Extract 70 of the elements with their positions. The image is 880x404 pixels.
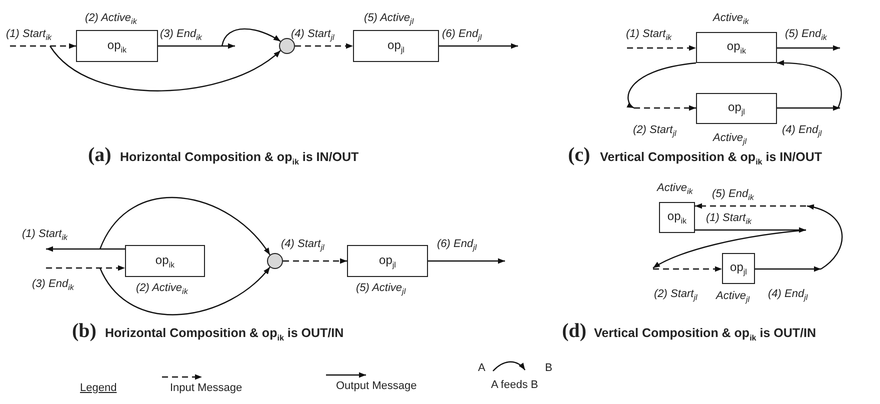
message-arrow bbox=[46, 265, 125, 271]
state-label: Active$_{jl}$ bbox=[716, 290, 750, 304]
message-arrow bbox=[46, 246, 125, 252]
state-label: (2) Active$_{ik}$ bbox=[136, 282, 188, 296]
operation-label: op$_{ik}$ bbox=[667, 209, 687, 226]
legend-label: Output Message bbox=[336, 380, 417, 392]
message-arrow bbox=[695, 227, 806, 233]
feeds-arrow bbox=[777, 60, 842, 108]
state-label: (2) Active$_{ik}$ bbox=[85, 12, 137, 26]
message-arrow bbox=[10, 43, 76, 49]
message-arrow bbox=[777, 45, 840, 51]
legend-label: A feeds B bbox=[491, 379, 538, 391]
state-label: (5) Active$_{jl}$ bbox=[356, 282, 406, 296]
feeds-arrow bbox=[626, 62, 696, 108]
state-label: Active$_{ik}$ bbox=[657, 182, 693, 196]
edge-label: (6) End$_{jl}$ bbox=[442, 28, 482, 42]
panel-letter: (c) bbox=[568, 144, 590, 167]
edge-label: (1) Start$_{ik}$ bbox=[22, 228, 68, 242]
legend-label: Input Message bbox=[170, 382, 242, 394]
legend-symbol-letter: B bbox=[545, 362, 552, 374]
panel-caption: Vertical Composition & op$_{ik}$ is OUT/IN bbox=[594, 326, 816, 342]
message-arrow bbox=[428, 258, 505, 264]
edge-label: (6) End$_{jl}$ bbox=[437, 238, 477, 252]
edge-label: (1) Start$_{ik}$ bbox=[706, 212, 752, 226]
edge-label: (5) End$_{ik}$ bbox=[712, 188, 754, 202]
junction-circle bbox=[279, 38, 295, 54]
panel-caption: Vertical Composition & op$_{ik}$ is IN/OUT bbox=[600, 150, 822, 166]
operation-label: op$_{jl}$ bbox=[728, 100, 745, 117]
junction-circle bbox=[267, 253, 283, 269]
legend-symbol-letter: A bbox=[478, 362, 486, 374]
message-arrow bbox=[695, 203, 806, 209]
edge-label: (2) Start$_{jl}$ bbox=[633, 124, 676, 138]
operation-label: op$_{ik}$ bbox=[726, 39, 746, 56]
edge-label: (4) Start$_{jl}$ bbox=[291, 28, 334, 42]
message-arrow bbox=[634, 105, 696, 111]
panel-letter: (b) bbox=[72, 320, 96, 343]
edge-label: (3) End$_{ik}$ bbox=[32, 278, 74, 292]
message-arrow bbox=[653, 266, 722, 272]
edge-label: (1) Start$_{ik}$ bbox=[6, 28, 52, 42]
feeds-arrow bbox=[221, 28, 281, 46]
operation-label: op$_{ik}$ bbox=[155, 252, 175, 270]
panel-letter: (d) bbox=[562, 320, 586, 343]
state-label: Active$_{jl}$ bbox=[713, 132, 747, 146]
message-arrow bbox=[627, 45, 696, 51]
feeds-arrow bbox=[99, 266, 270, 315]
edge-label: (3) End$_{ik}$ bbox=[160, 28, 202, 42]
message-arrow bbox=[777, 105, 840, 111]
message-arrow bbox=[295, 43, 353, 49]
legend-heading: Legend bbox=[80, 382, 117, 394]
message-arrow bbox=[755, 266, 821, 272]
feeds-arrow bbox=[50, 46, 281, 92]
panel-letter: (a) bbox=[88, 144, 112, 167]
edge-label: (5) End$_{ik}$ bbox=[785, 28, 827, 42]
message-arrow bbox=[283, 258, 347, 264]
panel-caption: Horizontal Composition & op$_{ik}$ is OUT/IN bbox=[105, 326, 344, 342]
operation-label: op$_{ik}$ bbox=[107, 38, 127, 54]
panel-caption: Horizontal Composition & op$_{ik}$ is IN/OUT bbox=[120, 150, 359, 166]
message-arrow bbox=[439, 43, 518, 49]
operation-label: op$_{jl}$ bbox=[730, 260, 747, 277]
state-label: Active$_{ik}$ bbox=[713, 12, 749, 26]
feeds-arrow bbox=[99, 197, 270, 256]
edge-label: (4) End$_{jl}$ bbox=[768, 288, 808, 302]
edge-label: (4) End$_{jl}$ bbox=[782, 124, 822, 138]
operation-label: op$_{jl}$ bbox=[388, 38, 404, 54]
edge-label: (1) Start$_{ik}$ bbox=[626, 28, 672, 42]
edge-label: (2) Start$_{jl}$ bbox=[654, 288, 698, 302]
message-arrow bbox=[158, 43, 235, 49]
edge-label: (4) Start$_{jl}$ bbox=[281, 238, 324, 252]
state-label: (5) Active$_{jl}$ bbox=[364, 12, 414, 26]
operation-label: op$_{jl}$ bbox=[379, 252, 396, 270]
